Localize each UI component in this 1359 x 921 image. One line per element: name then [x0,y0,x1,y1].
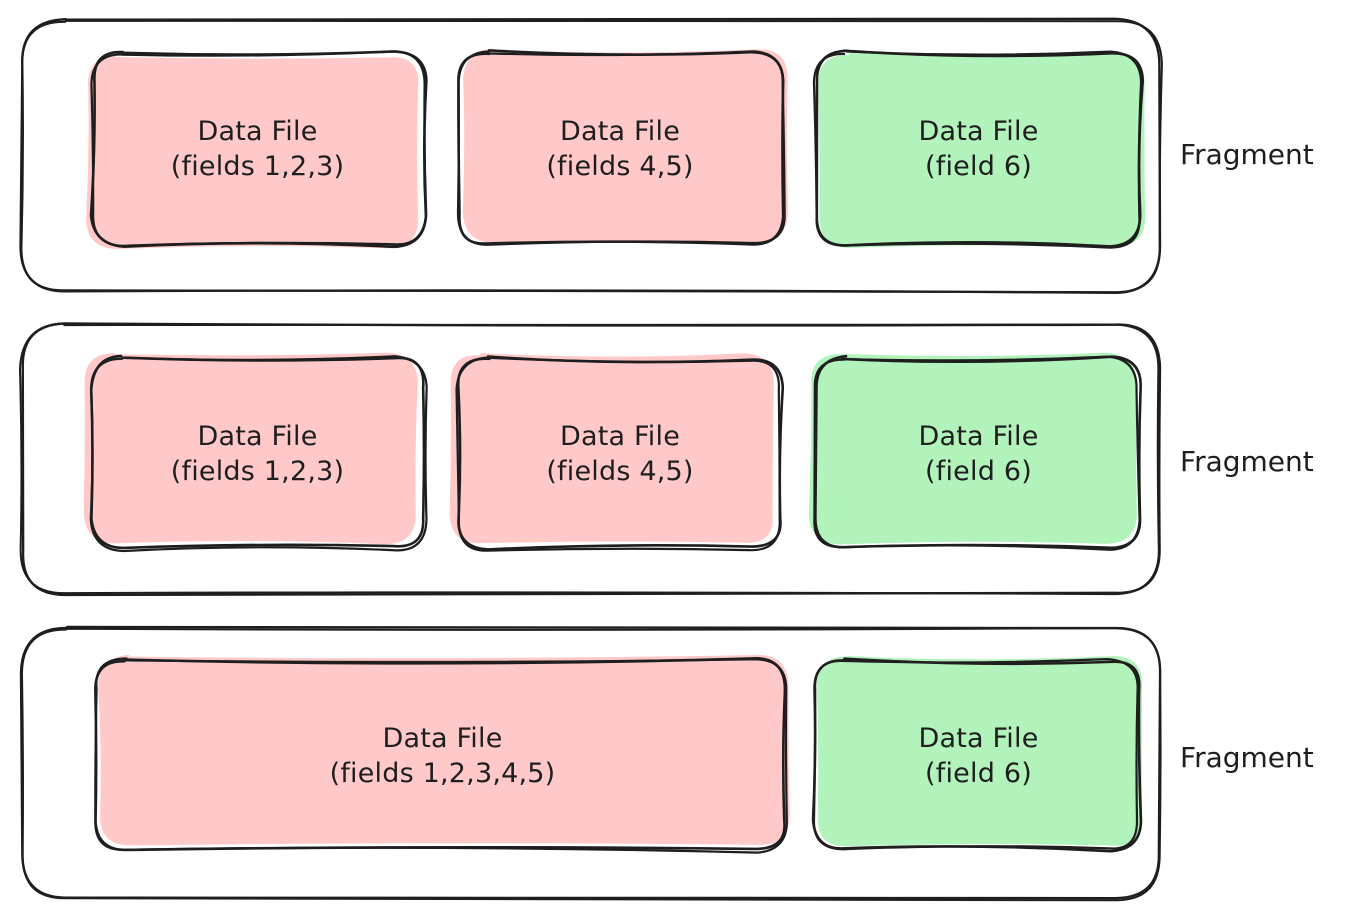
fragment-label: Fragment [1180,138,1314,171]
data-file-box-label[interactable]: Data File (fields 4,5) [460,360,780,550]
data-file-fields: (fields 1,2,3) [170,150,345,182]
data-file-title: Data File [918,421,1039,453]
data-file-title: Data File [382,723,503,755]
data-file-title: Data File [918,115,1039,147]
data-file-box-label[interactable]: Data File (fields 1,2,3) [95,52,420,247]
data-file-box-label[interactable]: Data File (fields 1,2,3) [95,360,420,550]
data-file-fields: (fields 1,2,3,4,5) [329,758,556,789]
fragment-label: Fragment [1180,445,1314,478]
data-file-box-label[interactable]: Data File (field 6) [817,662,1140,852]
fragment-label: Fragment [1180,741,1314,774]
data-file-title: Data File [559,115,681,147]
data-file-fields: (field 6) [925,456,1032,487]
data-file-fields: (fields 4,5) [546,456,694,487]
data-file-title: Data File [559,421,681,453]
data-file-box-label[interactable]: Data File (fields 1,2,3,4,5) [100,662,785,852]
data-file-title: Data File [197,421,318,453]
data-file-fields: (field 6) [925,758,1032,789]
data-file-title: Data File [197,115,318,147]
data-file-fields: (fields 4,5) [546,150,694,182]
data-file-fields: (field 6) [925,150,1032,182]
data-file-title: Data File [918,723,1039,755]
data-file-box-label[interactable]: Data File (field 6) [817,360,1140,550]
data-file-box-label[interactable]: Data File (field 6) [817,52,1140,247]
data-file-fields: (fields 1,2,3) [170,456,345,487]
data-file-box-label[interactable]: Data File (fields 4,5) [460,52,780,247]
